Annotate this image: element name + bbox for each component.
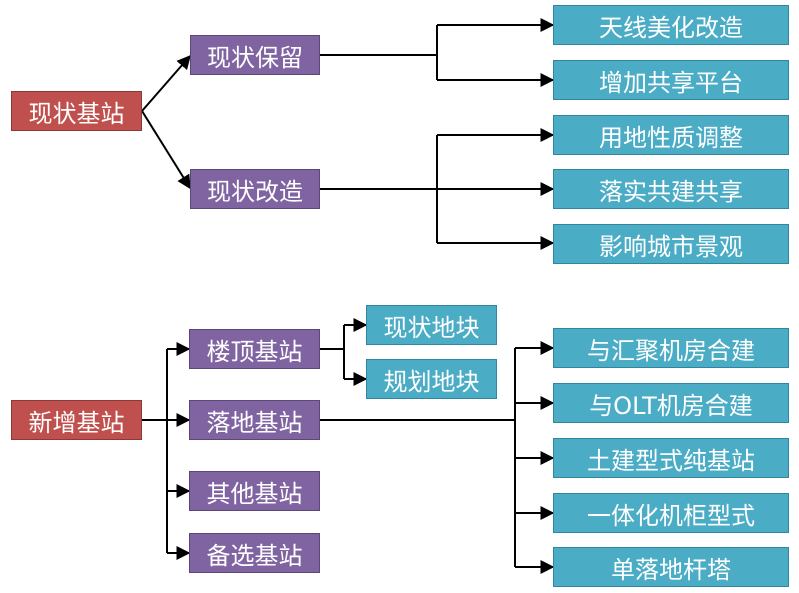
leaf-node-civil-pure-station: 土建型式纯基站 — [553, 438, 789, 478]
leaf-node-existing-plot: 现状地块 — [366, 305, 497, 345]
leaf-node-affects-cityscape: 影响城市景观 — [553, 224, 789, 264]
edge-xianzhuang-gaizao — [141, 110, 191, 190]
leaf-node-antenna-beautification: 天线美化改造 — [553, 5, 789, 45]
leaf-node-land-use-adjustment: 用地性质调整 — [553, 115, 789, 155]
leaf-node-planned-plot: 规划地块 — [366, 359, 497, 399]
root-node-existing-stations: 现状基站 — [11, 91, 142, 131]
leaf-node-implement-co-construction: 落实共建共享 — [553, 169, 789, 209]
leaf-node-single-ground-tower: 单落地杆塔 — [553, 547, 789, 587]
edge-xianzhuang-baoliu — [141, 54, 191, 112]
leaf-node-with-olt-room: 与OLT机房合建 — [553, 383, 789, 423]
leaf-node-integrated-cabinet: 一体化机柜型式 — [553, 493, 789, 533]
leaf-node-with-aggregation-room: 与汇聚机房合建 — [553, 328, 789, 368]
branch-node-keep-existing: 现状保留 — [190, 35, 320, 75]
branch-node-modify-existing: 现状改造 — [190, 169, 320, 209]
branch-node-rooftop-stations: 楼顶基站 — [189, 329, 320, 369]
root-node-new-stations: 新增基站 — [11, 400, 142, 440]
branch-node-ground-stations: 落地基站 — [189, 400, 320, 440]
branch-node-other-stations: 其他基站 — [189, 471, 320, 511]
leaf-node-add-shared-platform: 增加共享平台 — [553, 60, 789, 100]
branch-node-alternative-stations: 备选基站 — [189, 533, 320, 573]
